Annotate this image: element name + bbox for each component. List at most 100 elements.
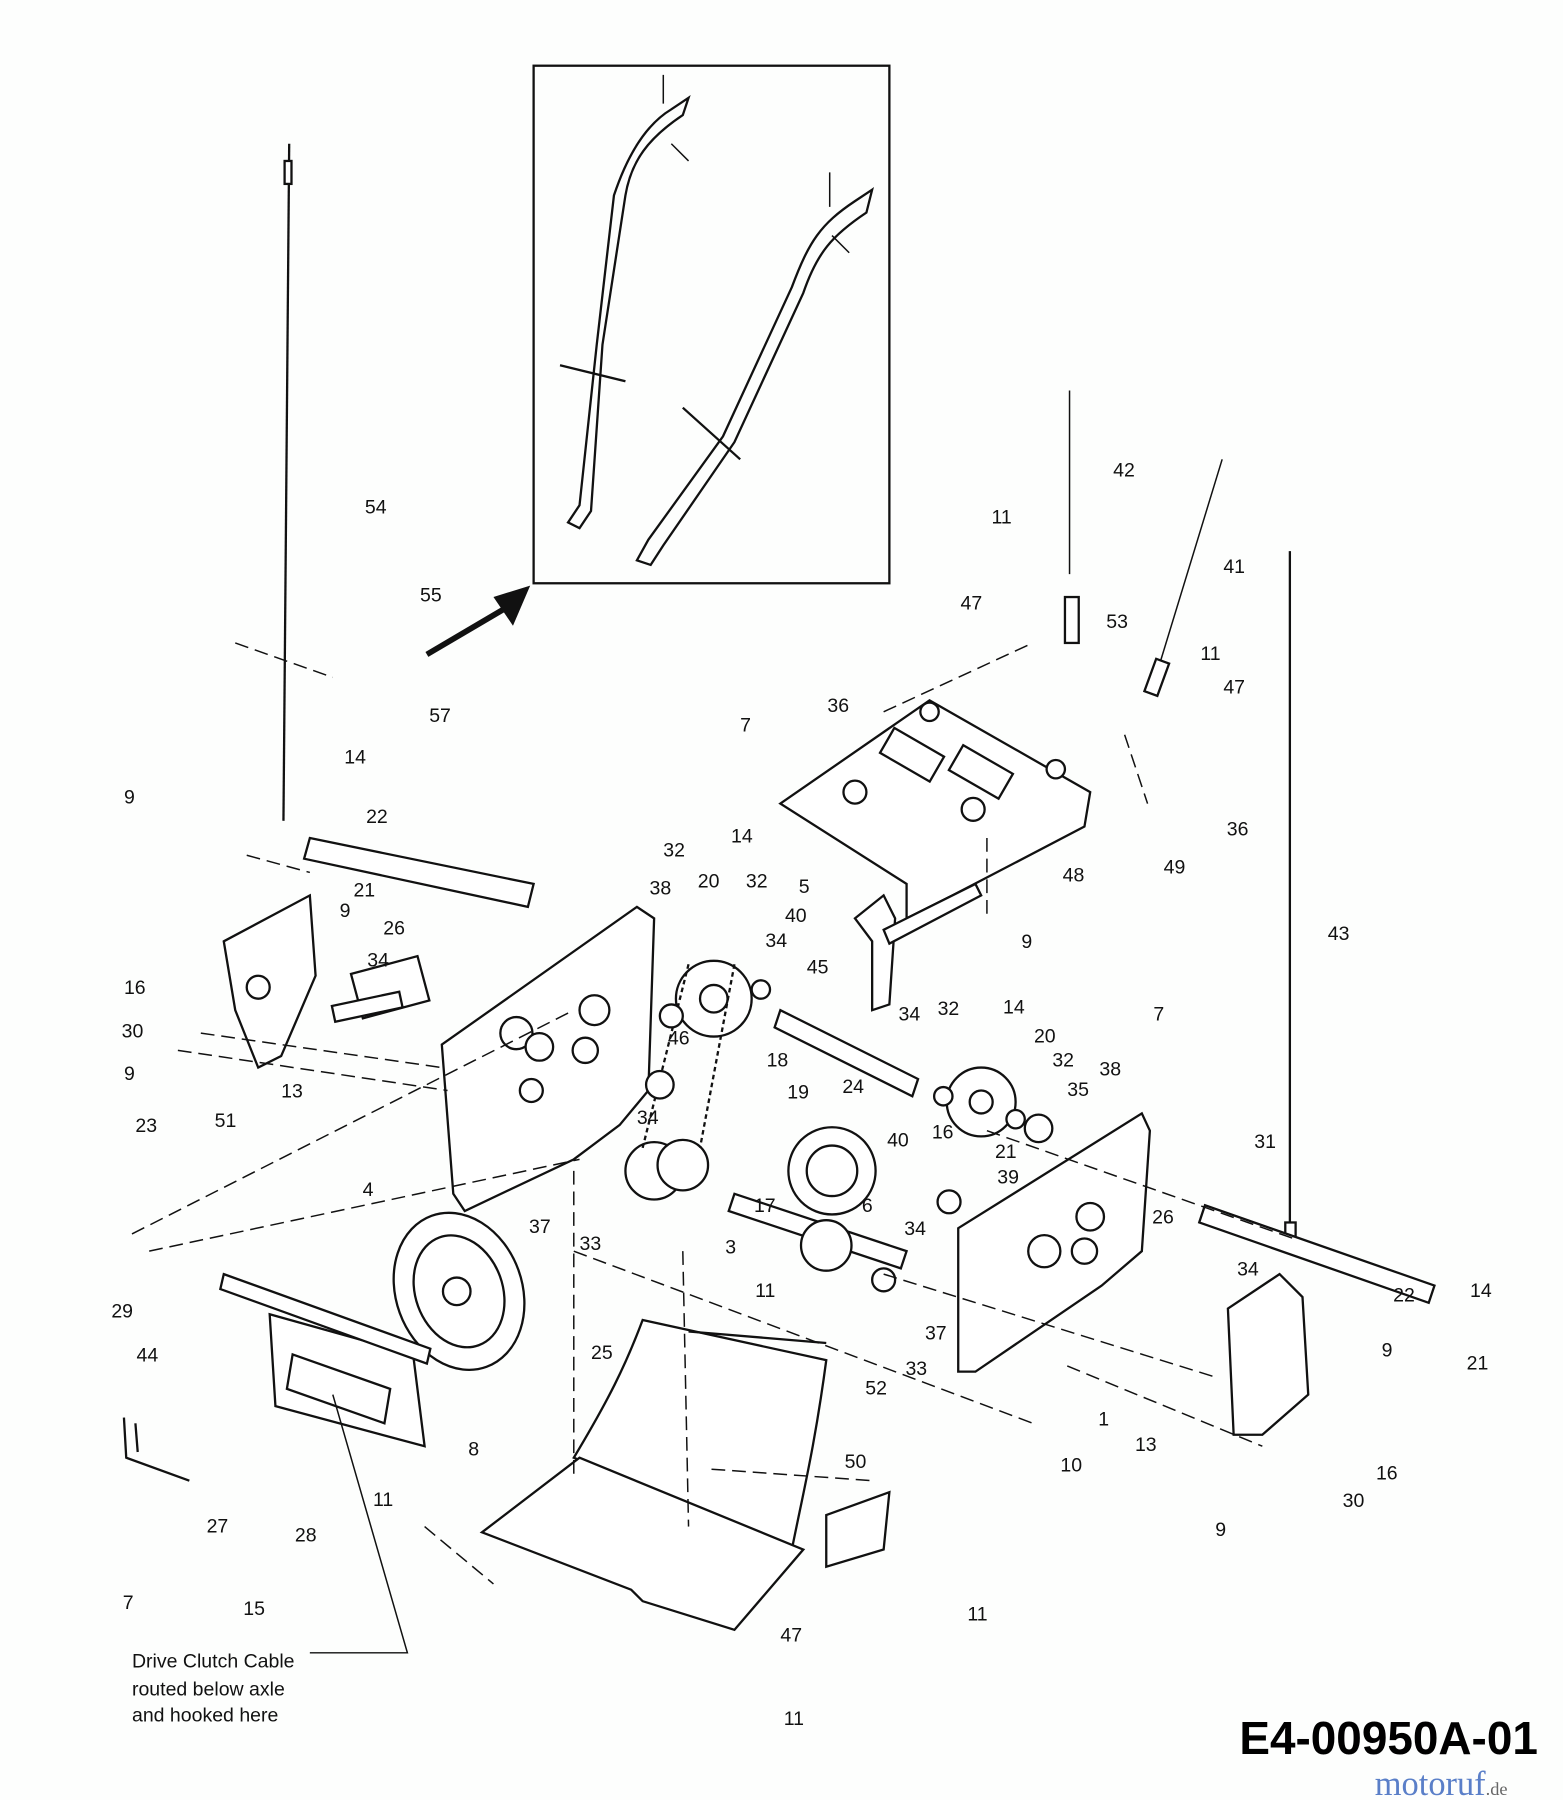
- callout-label: 8: [468, 1438, 479, 1460]
- callout-label: 47: [780, 1624, 802, 1646]
- clutch-bracket-plate: [285, 1352, 392, 1425]
- callout-label: 55: [420, 585, 442, 607]
- callout-label: 29: [111, 1301, 133, 1323]
- callout-label: 32: [1052, 1049, 1074, 1071]
- note-line-1: Drive Clutch Cable: [132, 1651, 295, 1673]
- callout-label: 52: [865, 1378, 887, 1400]
- callout-label: 7: [123, 1592, 134, 1614]
- callout-label: 1: [1098, 1409, 1109, 1431]
- top-frame: [778, 698, 1092, 921]
- callout-label: 48: [1063, 865, 1085, 887]
- callout-label: 34: [899, 1003, 921, 1025]
- note-line-3: and hooked here: [132, 1705, 278, 1727]
- callout-label: 34: [904, 1218, 926, 1240]
- callout-label: 45: [807, 956, 829, 978]
- callout-label: 7: [1153, 1003, 1164, 1025]
- callout-label: 33: [580, 1233, 602, 1255]
- callout-label: 44: [137, 1344, 159, 1366]
- callout-label: 47: [1223, 676, 1245, 698]
- drive-train: [624, 959, 1054, 1293]
- callout-label: 5: [799, 876, 810, 898]
- callout-label: 57: [429, 705, 451, 727]
- callout-label: 14: [1003, 997, 1025, 1019]
- callout-label: 13: [1135, 1434, 1157, 1456]
- callout-label: 15: [243, 1598, 265, 1620]
- callout-label: 30: [122, 1021, 144, 1043]
- callout-label: 11: [784, 1708, 804, 1730]
- watermark-suffix: .de: [1486, 1779, 1508, 1799]
- callout-label: 11: [992, 507, 1012, 529]
- callout-label: 21: [1467, 1352, 1489, 1374]
- bracket: [853, 893, 897, 1012]
- callout-label: 42: [1113, 460, 1135, 482]
- axle-tube: [302, 836, 536, 909]
- callout-label: 26: [1152, 1207, 1174, 1229]
- callout-label: 36: [827, 695, 849, 717]
- callout-label: 16: [1376, 1463, 1398, 1485]
- right-axle-tube: [1197, 1203, 1436, 1305]
- callout-label: 38: [1099, 1059, 1121, 1081]
- callout-label: 31: [1254, 1131, 1276, 1153]
- shift-rod: [882, 882, 983, 946]
- callout-label: 23: [135, 1115, 157, 1137]
- callout-label: 47: [961, 593, 983, 615]
- callout-label: 39: [997, 1166, 1019, 1188]
- callout-label: 28: [295, 1524, 317, 1546]
- wheel-axle: [218, 1272, 432, 1366]
- callout-label: 7: [740, 714, 751, 736]
- left-gearbox: [222, 893, 431, 1070]
- callout-label: 11: [967, 1604, 987, 1626]
- bracket-50: [825, 1490, 891, 1569]
- callout-label: 10: [1060, 1454, 1082, 1476]
- inset-arrowhead: [493, 585, 531, 626]
- watermark-main: motoruf: [1375, 1765, 1486, 1800]
- callout-label: 43: [1328, 923, 1350, 945]
- callout-label: 9: [1215, 1519, 1226, 1541]
- callout-label: 14: [344, 746, 366, 768]
- callout-label: 21: [353, 880, 375, 902]
- assembly-lines: [131, 642, 1298, 1585]
- callout-label: 26: [383, 917, 405, 939]
- callout-label: 3: [725, 1236, 736, 1258]
- callout-label: 9: [340, 900, 351, 922]
- callout-label: 32: [938, 998, 960, 1020]
- callout-label: 36: [1227, 819, 1249, 841]
- callout-label: 37: [925, 1323, 947, 1345]
- callout-label: 40: [785, 905, 807, 927]
- callout-label: 41: [1223, 556, 1245, 578]
- right-gearbox: [1226, 1272, 1310, 1436]
- callout-label: 6: [862, 1195, 873, 1217]
- callout-label: 37: [529, 1216, 551, 1238]
- inset-arrow: [425, 606, 507, 657]
- callout-label: 25: [591, 1342, 613, 1364]
- callout-label: 13: [281, 1080, 303, 1102]
- callout-label: 33: [905, 1358, 927, 1380]
- callout-label: 22: [1393, 1285, 1415, 1307]
- diagram-code: E4-00950A-01: [1239, 1712, 1538, 1764]
- callout-label: 14: [1470, 1280, 1492, 1302]
- callout-label: 34: [367, 950, 389, 972]
- callout-label: 11: [373, 1489, 393, 1511]
- callout-label: 27: [207, 1515, 229, 1537]
- callout-label: 30: [1343, 1490, 1365, 1512]
- note-leader: [309, 1394, 409, 1654]
- callout-label: 32: [663, 839, 685, 861]
- callout-label: 11: [1200, 643, 1220, 665]
- callout-label: 20: [698, 870, 720, 892]
- lever: [122, 1417, 190, 1482]
- callout-label: 38: [650, 877, 672, 899]
- callout-label: 16: [932, 1122, 954, 1144]
- callout-label: 9: [1021, 931, 1032, 953]
- callout-label: 16: [124, 977, 146, 999]
- callout-label: 9: [124, 1063, 135, 1085]
- wheel: [392, 1211, 526, 1371]
- callout-label: 9: [124, 787, 135, 809]
- callout-label: 54: [365, 496, 387, 518]
- left-side-plate: [440, 905, 656, 1213]
- callout-label: 11: [755, 1280, 775, 1302]
- callout-label: 4: [363, 1179, 374, 1201]
- callout-label: 22: [366, 806, 388, 828]
- right-side-plate: [957, 1111, 1152, 1373]
